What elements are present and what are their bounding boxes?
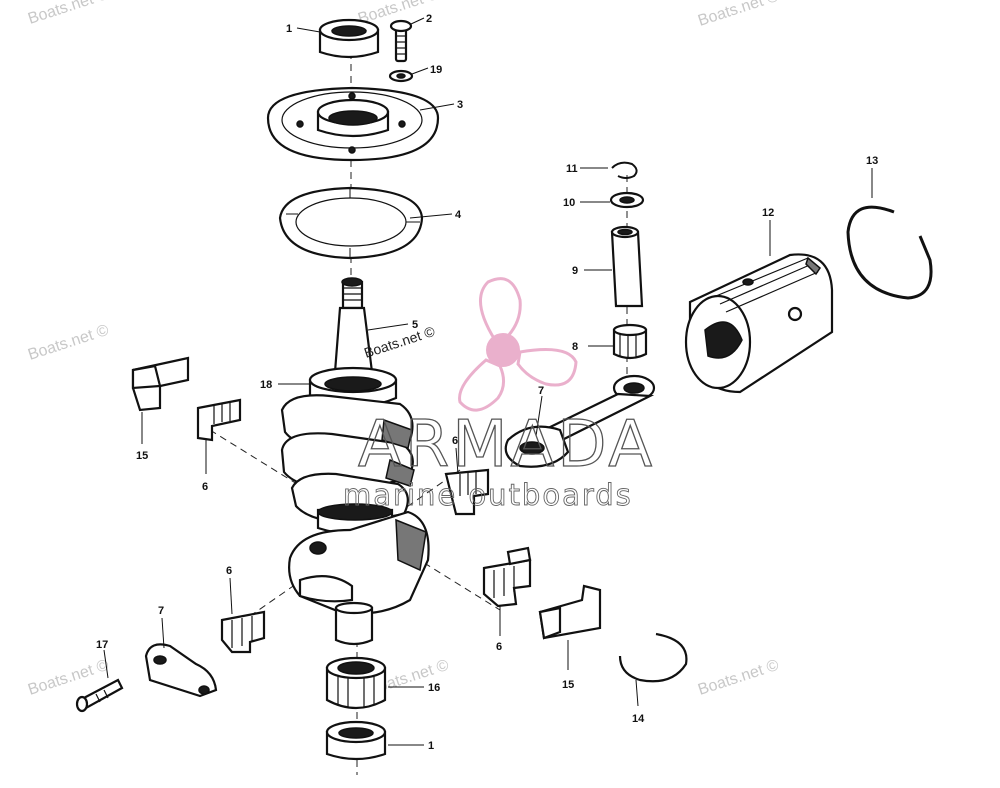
bearing-cage-half-left xyxy=(131,356,190,412)
callout-number: 17 xyxy=(96,639,108,651)
brand-tagline: marine outboards xyxy=(343,478,633,512)
callout-number: 11 xyxy=(566,163,578,175)
callout-number: 9 xyxy=(572,265,578,277)
gasket xyxy=(278,186,424,260)
retaining-ring xyxy=(618,632,688,683)
thrust-washer-small xyxy=(609,191,645,209)
needle-bearing-upper-left xyxy=(196,398,242,442)
bearing-cage-half-right xyxy=(538,584,602,640)
callout-number: 6 xyxy=(202,481,208,493)
callout-number: 1 xyxy=(286,23,292,35)
watermark-text: Boats.net © xyxy=(696,657,781,699)
seal-bottom xyxy=(325,720,387,761)
propeller-icon xyxy=(458,277,578,412)
callout-number: 7 xyxy=(158,605,164,617)
watermark-text: Boats.net © xyxy=(696,0,781,30)
lower-main-bearing xyxy=(325,656,387,710)
callout-number: 6 xyxy=(226,565,232,577)
watermark-center-text: Boats.net © xyxy=(362,323,437,361)
callout-number: 15 xyxy=(136,450,148,462)
callout-number: 6 xyxy=(452,435,458,447)
connecting-rod-cap xyxy=(144,643,218,698)
callout-number: 13 xyxy=(866,155,878,167)
wrist-pin xyxy=(610,225,644,308)
watermark-text: Boats.net © xyxy=(26,322,111,364)
callout-number: 1 xyxy=(428,740,434,752)
callout-number: 18 xyxy=(260,379,272,391)
armada-logo: ARMADA marine outboards Boats.net © xyxy=(343,277,655,512)
needle-bearing-lower-left xyxy=(220,610,266,654)
needle-bearing-lower-right xyxy=(482,546,532,608)
leader-lines xyxy=(103,17,873,746)
callout-number: 2 xyxy=(426,13,432,25)
callout-number: 14 xyxy=(632,713,645,725)
connecting-rod xyxy=(504,374,656,468)
callout-labels: 1 2 19 3 4 5 18 15 6 6 7 8 9 10 11 12 13… xyxy=(96,13,878,752)
callout-number: 6 xyxy=(496,641,502,653)
callout-number: 15 xyxy=(562,679,574,691)
callout-number: 4 xyxy=(455,209,462,221)
callout-number: 12 xyxy=(762,207,774,219)
callout-number: 19 xyxy=(430,64,442,76)
crankshaft xyxy=(280,277,430,646)
lock-washer xyxy=(388,69,414,83)
callout-number: 7 xyxy=(538,385,544,397)
brand-name: ARMADA xyxy=(358,408,655,482)
seal-top xyxy=(318,18,380,59)
watermark-text: Boats.net © xyxy=(26,0,111,28)
needle-bearing-small-end xyxy=(612,323,648,360)
piston xyxy=(684,253,834,394)
screw xyxy=(389,19,413,63)
callout-number: 16 xyxy=(428,682,440,694)
callout-number: 3 xyxy=(457,99,463,111)
piston-ring xyxy=(846,205,933,300)
callout-number: 8 xyxy=(572,341,578,353)
retaining-clip-small xyxy=(611,161,638,179)
upper-bearing-flange xyxy=(266,86,440,162)
rod-cap-screw xyxy=(75,678,124,713)
callout-number: 5 xyxy=(412,319,418,331)
callout-number: 10 xyxy=(563,197,575,209)
needle-bearing-right-middle xyxy=(444,468,490,516)
